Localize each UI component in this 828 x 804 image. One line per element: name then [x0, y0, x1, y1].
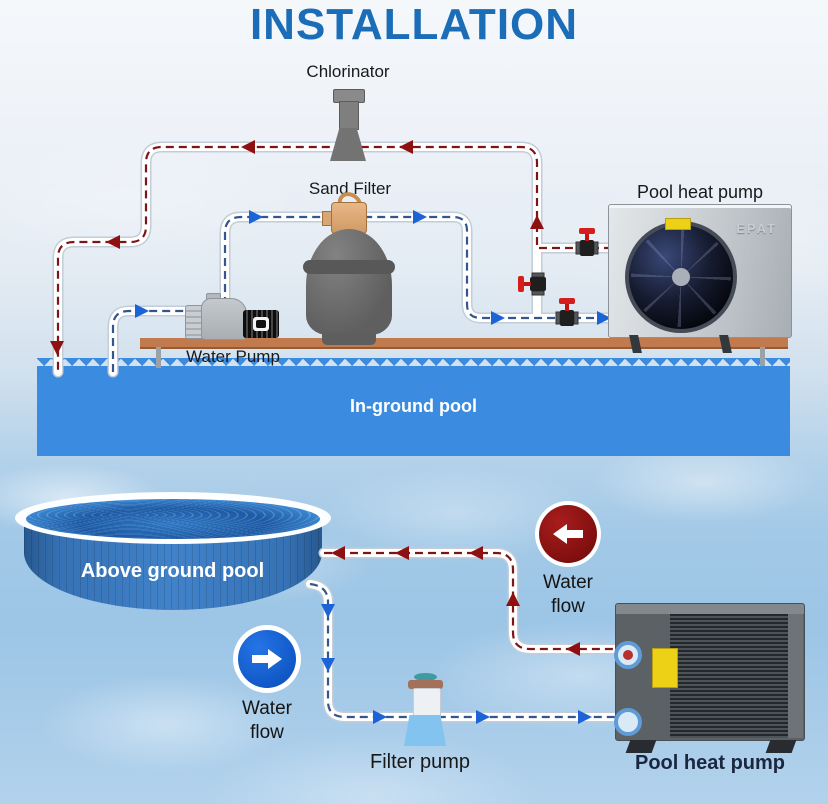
pool-heat-pump-front: EPAT	[608, 204, 792, 353]
in-ground-pool: In-ground pool	[37, 358, 790, 456]
shelf-leg	[156, 347, 161, 368]
sand-filter-tank	[306, 229, 392, 335]
water-flow-right-icon	[238, 630, 296, 688]
sand-filter-multiport-valve	[331, 202, 367, 234]
fan-icon	[625, 221, 737, 333]
brand-logo: EPAT	[736, 221, 777, 236]
cold-water-port	[614, 708, 642, 736]
in-ground-pool-label: In-ground pool	[350, 396, 477, 416]
warning-sticker	[665, 218, 691, 230]
filter-pump-label: Filter pump	[369, 751, 471, 773]
water-pump-label: Water Pump	[186, 347, 280, 366]
water-flow-return-badge	[535, 501, 601, 567]
chlorinator-funnel	[330, 128, 366, 161]
water-flow-supply-label: Water flow	[242, 698, 292, 743]
filter-pump-cap	[408, 680, 443, 689]
filter-pump-lid	[414, 673, 437, 681]
above-ground-pool-label: Above ground pool	[80, 560, 265, 582]
heat-pump-leg	[629, 335, 642, 353]
pool-wave-edge	[37, 358, 790, 366]
sand-filter-rim	[303, 260, 395, 274]
chlorinator-label: Chlorinator	[306, 62, 390, 81]
heat-pump-leg	[719, 335, 732, 353]
sand-filter-label: Sand Filter	[308, 179, 392, 198]
filter-pump-body	[413, 688, 441, 718]
sand-filter-base	[322, 333, 376, 345]
chlorinator-body	[339, 101, 359, 130]
warning-sticker	[652, 648, 678, 688]
water-pump-body	[201, 298, 247, 340]
hot-water-port	[614, 641, 642, 669]
pool-heat-pump-back	[614, 603, 805, 753]
filter-pump-funnel	[404, 715, 446, 746]
heat-pump-top-label: Pool heat pump	[636, 182, 764, 202]
shelf-leg	[760, 347, 765, 366]
shutoff-valve-icons	[517, 227, 599, 327]
water-flow-return-label: Water flow	[543, 572, 593, 617]
water-pump-motor	[243, 310, 279, 338]
water-flow-supply-badge	[233, 625, 301, 693]
heat-exchanger-coil	[670, 614, 788, 738]
water-flow-left-icon	[539, 505, 597, 563]
above-ground-pool-water	[26, 499, 320, 539]
heat-pump-bottom-label: Pool heat pump	[635, 752, 785, 774]
heat-pump-frame	[788, 614, 803, 738]
page-title: INSTALLATION	[249, 0, 579, 49]
